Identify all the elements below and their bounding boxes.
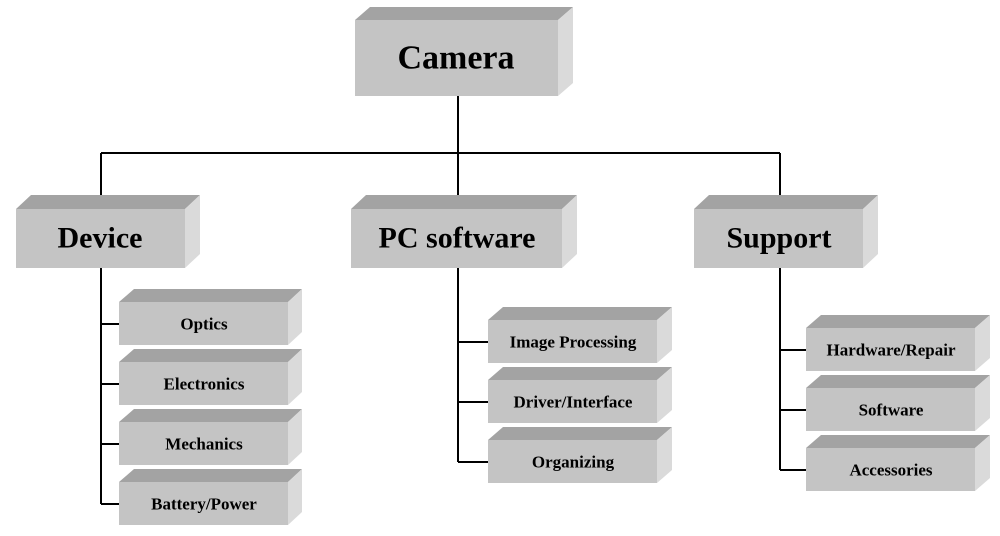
box-front-face [806,448,975,491]
leaf-box-hardware-repair: Hardware/Repair [806,315,990,371]
branch-box-pc-software: PC software [351,195,577,268]
box-side-face [863,195,878,268]
box-side-face [558,7,573,96]
box-top-face [119,409,302,422]
leaf-label: Mechanics [165,435,243,454]
connectors [100,96,806,505]
box-top-face [488,427,672,440]
box-front-face [488,380,657,423]
leaf-label: Software [859,401,924,420]
leaf-box-software: Software [806,375,990,431]
box-side-face [288,289,302,345]
branch-label: PC software [379,222,536,255]
leaf-label: Optics [180,315,228,334]
leaf-box-image-processing: Image Processing [488,307,672,363]
box-top-face [806,315,990,328]
leaf-label: Battery/Power [151,495,257,514]
branch-box-device: Device [16,195,200,268]
box-front-face [488,440,657,483]
leaf-label: Organizing [532,453,615,472]
box-front-face [694,209,863,268]
box-top-face [355,7,573,20]
box-side-face [288,349,302,405]
leaf-box-electronics: Electronics [119,349,302,405]
leaf-label: Driver/Interface [514,393,633,412]
leaf-box-driver-interface: Driver/Interface [488,367,672,423]
box-front-face [806,328,975,371]
box-top-face [351,195,577,209]
box-top-face [119,349,302,362]
box-side-face [562,195,577,268]
root-label: Camera [397,40,514,77]
box-side-face [657,307,672,363]
box-side-face [975,375,990,431]
branch-label: Support [726,222,831,255]
branch-label: Device [58,222,143,255]
box-top-face [119,469,302,482]
leaf-box-battery-power: Battery/Power [119,469,302,525]
box-top-face [488,367,672,380]
box-top-face [488,307,672,320]
box-front-face [119,422,288,465]
box-front-face [806,388,975,431]
box-side-face [657,367,672,423]
branch-box-support: Support [694,195,878,268]
leaf-label: Image Processing [510,333,637,352]
box-side-face [975,315,990,371]
leaf-box-accessories: Accessories [806,435,990,491]
box-top-face [806,435,990,448]
leaf-label: Hardware/Repair [826,341,956,360]
leaf-box-mechanics: Mechanics [119,409,302,465]
box-side-face [975,435,990,491]
box-front-face [119,302,288,345]
box-side-face [185,195,200,268]
box-front-face [351,209,562,268]
box-side-face [288,409,302,465]
box-front-face [355,20,558,96]
leaf-box-optics: Optics [119,289,302,345]
box-front-face [119,362,288,405]
box-front-face [488,320,657,363]
box-front-face [119,482,288,525]
box-top-face [806,375,990,388]
box-side-face [657,427,672,483]
leaf-label: Electronics [164,375,245,394]
leaf-label: Accessories [849,461,932,480]
box-top-face [694,195,878,209]
root-box: Camera [355,7,573,96]
box-top-face [119,289,302,302]
box-front-face [16,209,185,268]
box-top-face [16,195,200,209]
leaf-box-organizing: Organizing [488,427,672,483]
box-side-face [288,469,302,525]
